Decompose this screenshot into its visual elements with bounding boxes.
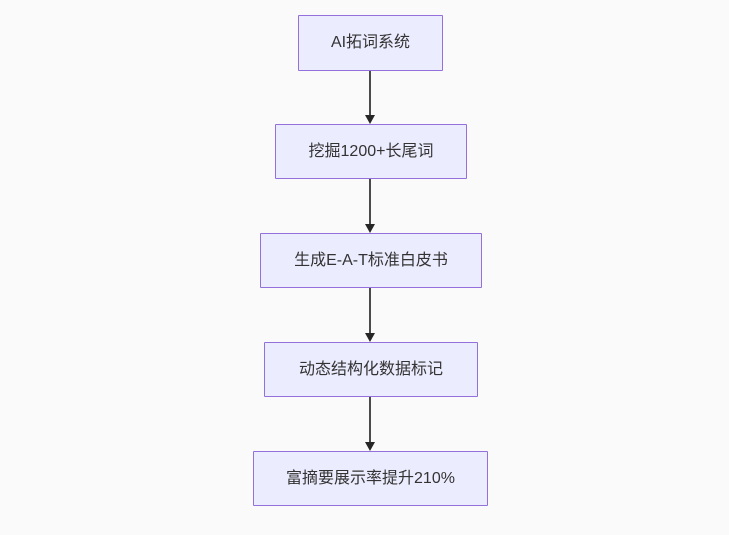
flow-edge-3-4: [364, 288, 376, 342]
arrowhead-down-icon: [365, 224, 375, 233]
flow-node-ai-word-expansion-system: AI拓词系统: [298, 15, 443, 71]
arrowhead-down-icon: [365, 442, 375, 451]
flow-node-label: 富摘要展示率提升210%: [286, 469, 455, 487]
flow-node-label: 动态结构化数据标记: [298, 360, 443, 378]
flow-node-rich-snippet-rate-increase: 富摘要展示率提升210%: [253, 451, 488, 506]
edge-line: [369, 288, 371, 333]
flow-node-generate-eat-whitepaper: 生成E-A-T标准白皮书: [260, 233, 482, 288]
edge-line: [369, 71, 371, 115]
arrowhead-down-icon: [365, 333, 375, 342]
flow-node-dynamic-structured-data-markup: 动态结构化数据标记: [264, 342, 478, 397]
arrowhead-down-icon: [365, 115, 375, 124]
flow-node-mine-longtail-keywords: 挖掘1200+长尾词: [275, 124, 467, 179]
flow-edge-2-3: [364, 179, 376, 233]
flow-node-label: AI拓词系统: [330, 34, 411, 52]
edge-line: [369, 179, 371, 224]
flow-node-label: 挖掘1200+长尾词: [308, 142, 434, 160]
flow-node-label: 生成E-A-T标准白皮书: [294, 251, 448, 269]
edge-line: [369, 397, 371, 442]
flow-edge-4-5: [364, 397, 376, 451]
flow-edge-1-2: [364, 71, 376, 124]
